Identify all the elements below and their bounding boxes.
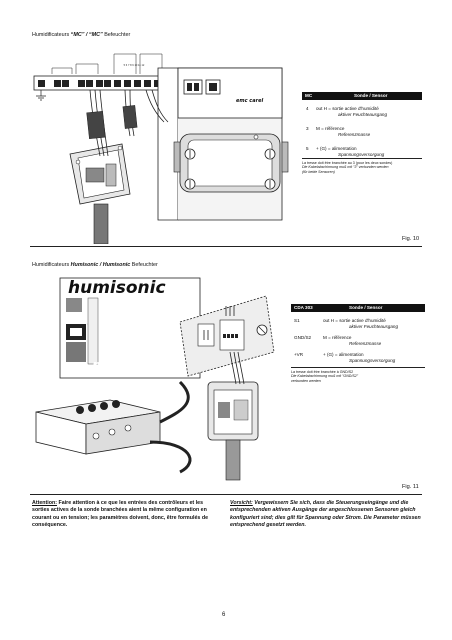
figure-11-caption: Fig. 11 [402, 484, 419, 490]
table-row: 5 + (G) = alimentation Spannungsversorgu… [306, 146, 385, 157]
section1-sensor-table: MC Sonde / Sensor 4 out H = sortie activ… [302, 92, 422, 164]
table-col2: Sonde / Sensor [354, 93, 388, 98]
table-row: 3 M = référence Referenzmasse [306, 126, 371, 137]
warning-fr: Attention: Faire attention à ce que les … [32, 500, 209, 529]
humidity-sensor [69, 143, 131, 244]
section2-note: La tresse doit être branchée à GND/S2 Di… [291, 370, 359, 383]
terminal-block [33, 75, 165, 101]
table-col1: MC [305, 93, 313, 98]
table-row: +VR + (G) = alimentation Spannungsversor… [294, 352, 396, 363]
warning-de: Vorsicht: Vergewissern Sie sich, dass di… [230, 500, 421, 529]
table-row: GND/S2 M = référence Referenzmasse [294, 335, 382, 346]
controller-unit [157, 67, 289, 221]
figure-10-caption: Fig. 10 [402, 236, 420, 242]
table-col1: CDA 303 [294, 305, 313, 310]
section1-wiring-diagram [33, 53, 289, 244]
section1-title: Humidificateurs “MC” / “MC” Befeuchter [32, 32, 131, 38]
humidifier-unit [35, 380, 192, 474]
section2-wiring-diagram [35, 277, 275, 481]
section2-sensor-table: CDA 303 Sonde / Sensor S1 out H = sortie… [291, 304, 425, 367]
section2-title: Humidificateurs Humisonic / Humisonic Be… [32, 262, 158, 268]
humisonic-logo: humisonic [68, 278, 166, 298]
section1-note: La tresse doit être branchée au 3 (pour … [302, 161, 393, 174]
humisonic-cabinet [59, 277, 201, 379]
terminal-numbers: 5 6 7 8 9 10 11 12 [123, 64, 145, 67]
humidity-sensor [207, 381, 259, 481]
humisonic-logo-secondary: mas [92, 358, 125, 374]
controller-panel [179, 295, 275, 377]
table-header: MC Sonde / Sensor [302, 92, 422, 100]
table-row: S1 out H = sortie active d'humidité akti… [294, 318, 399, 329]
table-col2: Sonde / Sensor [349, 305, 383, 310]
page-number: 6 [222, 612, 226, 618]
table-row: 4 out H = sortie active d'humidité aktiv… [306, 106, 388, 117]
controller-logo: emc carel [236, 98, 264, 104]
table-header: CDA 303 Sonde / Sensor [291, 304, 425, 312]
